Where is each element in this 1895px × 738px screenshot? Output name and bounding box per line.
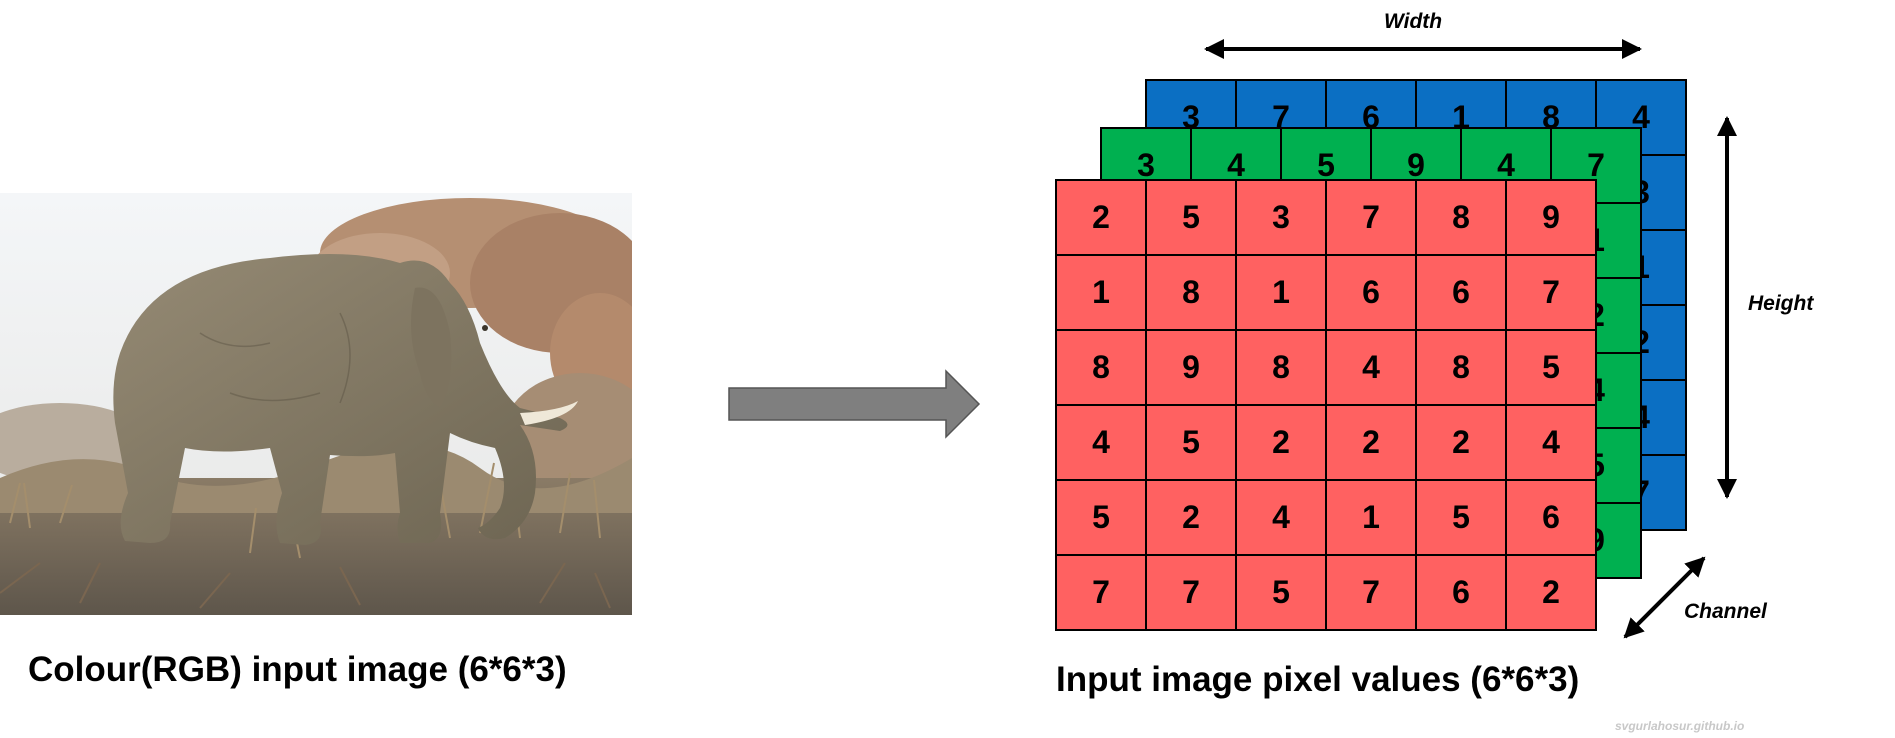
red-pixel-cell: 5 — [1147, 181, 1237, 256]
blue-pixel-cell: 4 — [1597, 81, 1687, 156]
red-pixel-cell: 7 — [1147, 556, 1237, 631]
red-pixel-cell: 8 — [1417, 331, 1507, 406]
red-pixel-cell: 2 — [1147, 481, 1237, 556]
red-pixel-cell: 5 — [1147, 406, 1237, 481]
height-label: Height — [1748, 292, 1814, 315]
red-pixel-cell: 2 — [1417, 406, 1507, 481]
red-pixel-cell: 5 — [1237, 556, 1327, 631]
red-pixel-cell: 6 — [1327, 256, 1417, 331]
input-image-caption: Colour(RGB) input image (6*6*3) — [28, 650, 567, 689]
red-pixel-cell: 7 — [1327, 181, 1417, 256]
red-pixel-cell: 6 — [1417, 256, 1507, 331]
red-pixel-cell: 6 — [1417, 556, 1507, 631]
red-pixel-cell: 7 — [1327, 556, 1417, 631]
red-pixel-cell: 8 — [1147, 256, 1237, 331]
red-pixel-cell: 7 — [1507, 256, 1597, 331]
red-pixel-cell: 2 — [1327, 406, 1417, 481]
pixel-values-caption: Input image pixel values (6*6*3) — [1056, 660, 1580, 699]
red-pixel-cell: 9 — [1507, 181, 1597, 256]
red-pixel-cell: 3 — [1237, 181, 1327, 256]
red-pixel-cell: 1 — [1237, 256, 1327, 331]
red-pixel-cell: 4 — [1057, 406, 1147, 481]
watermark: svgurlahosur.github.io — [1615, 719, 1745, 733]
channel-label: Channel — [1684, 600, 1767, 623]
red-pixel-cell: 1 — [1327, 481, 1417, 556]
red-pixel-cell: 8 — [1237, 331, 1327, 406]
transition-arrow-icon — [728, 369, 981, 439]
red-pixel-cell: 5 — [1417, 481, 1507, 556]
red-pixel-cell: 4 — [1507, 406, 1597, 481]
red-pixel-cell: 5 — [1507, 331, 1597, 406]
red-pixel-cell: 8 — [1057, 331, 1147, 406]
red-pixel-cell: 5 — [1057, 481, 1147, 556]
red-pixel-cell: 8 — [1417, 181, 1507, 256]
red-pixel-cell: 7 — [1057, 556, 1147, 631]
red-pixel-cell: 2 — [1507, 556, 1597, 631]
elephant-photo — [0, 193, 632, 615]
red-pixel-cell: 6 — [1507, 481, 1597, 556]
width-label: Width — [1384, 10, 1443, 33]
red-pixel-cell: 2 — [1057, 181, 1147, 256]
red-pixel-cell: 4 — [1237, 481, 1327, 556]
red-pixel-cell: 2 — [1237, 406, 1327, 481]
red-pixel-cell: 9 — [1147, 331, 1237, 406]
red-pixel-cell: 4 — [1327, 331, 1417, 406]
red-pixel-cell: 1 — [1057, 256, 1147, 331]
